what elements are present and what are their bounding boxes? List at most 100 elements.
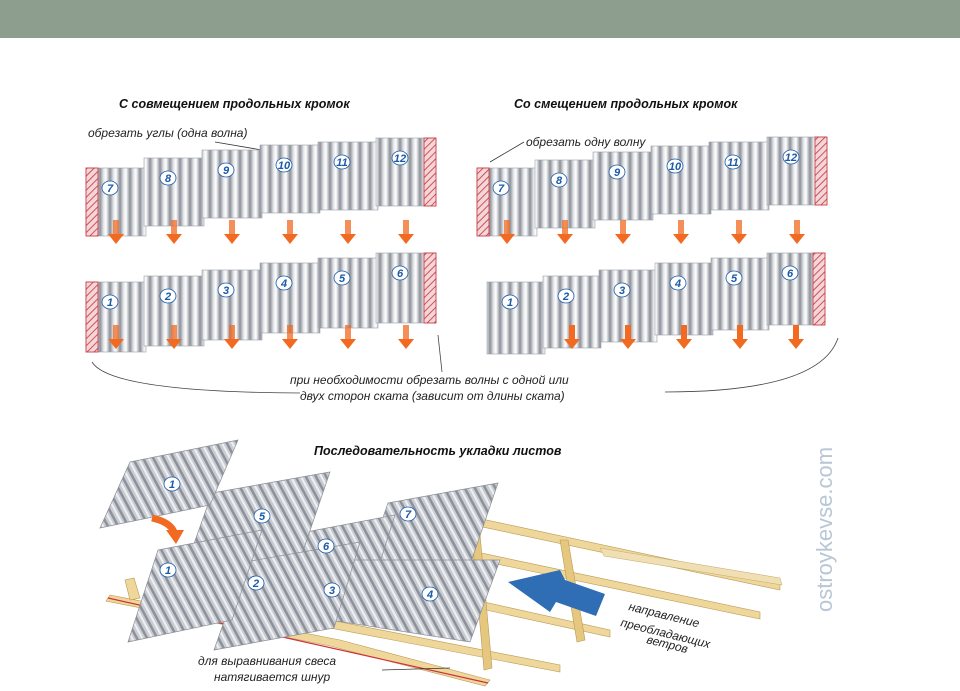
down-arrow (166, 234, 182, 244)
sheet (534, 159, 596, 229)
sheet-number-badge (557, 288, 575, 304)
cut-hatch (423, 137, 437, 207)
sheet (317, 257, 379, 329)
note-cut-corners: обрезать углы (одна волна) (88, 126, 247, 140)
down-arrow-shaft (504, 220, 510, 234)
sheet-number: 12 (394, 153, 406, 165)
sheet-number: 5 (339, 273, 346, 285)
sheet-number-badge (217, 162, 235, 178)
cut-hatch (812, 252, 826, 326)
down-arrow-shaft (625, 325, 631, 339)
sheet-number: 3 (619, 285, 625, 297)
sheet-number-badge (275, 157, 293, 173)
cut-hatch (85, 167, 99, 237)
down-arrow (398, 234, 414, 244)
sheet (259, 262, 321, 334)
sheet-number-badge (391, 265, 409, 281)
down-arrow (108, 234, 124, 244)
roof-sheet-badge (247, 575, 265, 591)
sheet (317, 141, 379, 211)
sheet-number-badge (725, 270, 743, 286)
down-arrow-shaft (403, 325, 409, 339)
title-aligned-edges: С совмещением продольных кромок (119, 97, 350, 111)
note-cut-one-wave: обрезать одну волну (526, 135, 646, 149)
sheet-number-badge (159, 288, 177, 304)
roof-sheet-badge (163, 476, 181, 492)
sheet-number: 6 (397, 268, 404, 280)
roof-sheet (127, 529, 263, 643)
sheet-number: 8 (165, 173, 172, 185)
sheet-number: 4 (674, 278, 681, 290)
sheet (201, 149, 263, 219)
down-arrow-shaft (737, 325, 743, 339)
sheet-number-badge (275, 275, 293, 291)
down-arrow (166, 339, 182, 349)
cut-hatch (476, 167, 490, 237)
down-arrow-shaft (287, 325, 293, 339)
sheet (143, 157, 205, 227)
title-laying-sequence: Последовательность укладки листов (314, 444, 562, 458)
down-arrow (282, 234, 298, 244)
down-arrow (340, 234, 356, 244)
sheet-number: 11 (727, 157, 738, 169)
sheet-number-badge (782, 149, 800, 165)
note-cut-waves-line1: при необходимости обрезать волны с одной… (290, 373, 569, 387)
sheet-number: 1 (107, 297, 113, 309)
sheet-number: 10 (669, 161, 682, 173)
down-arrow-shaft (793, 325, 799, 339)
down-arrow-shaft (113, 325, 119, 339)
down-arrow (499, 234, 515, 244)
sheet-number: 1 (507, 297, 513, 309)
title-offset-edges: Со смещением продольных кромок (514, 97, 738, 111)
roof-sheet-badge (317, 538, 335, 554)
roof-sheet-badge (421, 586, 439, 602)
roof-sheet-badge (399, 506, 417, 522)
sheet-number-badge (333, 154, 351, 170)
sheet (592, 151, 654, 221)
sheet-number: 11 (336, 157, 347, 169)
down-arrow-shaft (171, 220, 177, 234)
sheet-number-badge (608, 164, 626, 180)
down-arrow-shaft (113, 220, 119, 234)
sheet-number: 9 (223, 165, 230, 177)
sheet-number-badge (492, 180, 510, 196)
sheet (708, 141, 770, 211)
sheet-number: 2 (562, 291, 569, 303)
down-arrow (340, 339, 356, 349)
sheet-number-badge (724, 154, 742, 170)
sheet-number: 7 (498, 183, 505, 195)
down-arrow (620, 339, 636, 349)
down-arrow (282, 339, 298, 349)
sheet-number-badge (333, 270, 351, 286)
sheet-number: 7 (107, 183, 114, 195)
sheet-number: 3 (223, 285, 229, 297)
sheet-number-badge (613, 282, 631, 298)
sheet-number: 4 (280, 278, 287, 290)
down-arrow-shaft (562, 220, 568, 234)
roof-sheet-badge (323, 582, 341, 598)
down-arrow (673, 234, 689, 244)
down-arrow (108, 339, 124, 349)
roof-sheet-number: 3 (329, 585, 335, 597)
sheet-number-badge (501, 294, 519, 310)
down-arrow (398, 339, 414, 349)
down-arrow-shaft (569, 325, 575, 339)
roof-sheet-badge (253, 508, 271, 524)
roof-sheet-number: 1 (165, 565, 171, 577)
down-arrow (224, 234, 240, 244)
sheet-number: 2 (164, 291, 171, 303)
down-arrow (788, 339, 804, 349)
slide-header-bar (0, 0, 960, 38)
roof-sheet-number: 2 (252, 578, 259, 590)
down-arrow-shaft (678, 220, 684, 234)
sheet (650, 145, 712, 215)
note-cut-waves-line2: двух сторон ската (зависит от длины скат… (300, 389, 565, 403)
down-arrow (676, 339, 692, 349)
down-arrow-shaft (287, 220, 293, 234)
roof-sheet-badge (159, 562, 177, 578)
watermark-text: ostroykevse.com (812, 447, 837, 612)
cut-hatch (423, 252, 437, 324)
